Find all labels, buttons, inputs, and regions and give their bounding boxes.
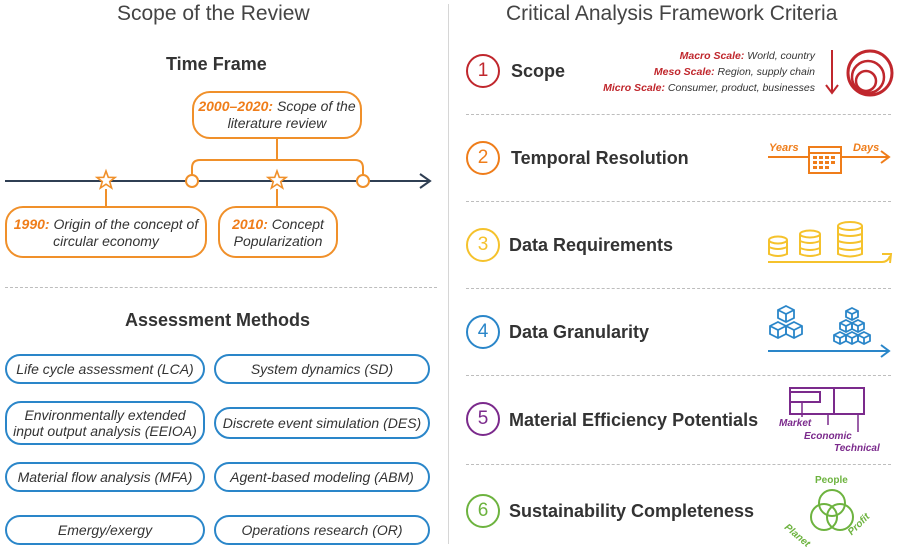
method-sd: System dynamics (SD) bbox=[214, 354, 430, 384]
economic-label: Economic bbox=[804, 431, 852, 442]
method-emergy: Emergy/exergy bbox=[5, 515, 205, 545]
efficiency-nested-bars-icon bbox=[789, 387, 865, 432]
criterion-number-5: 5 bbox=[466, 402, 500, 436]
time-frame-title: Time Frame bbox=[166, 54, 267, 74]
star-icon bbox=[94, 168, 118, 190]
origin-1990-box: 1990: Origin of the concept of circular … bbox=[5, 206, 207, 258]
criterion-number-4: 4 bbox=[466, 315, 500, 349]
right-title: Critical Analysis Framework Criteria bbox=[506, 2, 838, 25]
temporal-days-label: Days bbox=[853, 142, 880, 154]
scope-period-box: 2000–2020: Scope of the literature revie… bbox=[192, 91, 362, 139]
popularization-text: Concept Popularization bbox=[233, 216, 324, 249]
method-abm: Agent-based modeling (ABM) bbox=[214, 462, 430, 492]
criterion-label-data-granularity: Data Granularity bbox=[509, 322, 650, 342]
criterion-label-scope: Scope bbox=[511, 61, 566, 81]
star-icon bbox=[265, 168, 289, 190]
method-des: Discrete event simulation (DES) bbox=[214, 407, 430, 439]
venn-diagram-icon bbox=[810, 489, 854, 531]
popularization-year: 2010: bbox=[232, 216, 268, 232]
row-divider bbox=[466, 375, 891, 376]
macro-scale-line: Macro Scale: World, country bbox=[680, 50, 815, 62]
criterion-number-1: 1 bbox=[466, 54, 500, 88]
row-divider bbox=[466, 114, 891, 115]
people-label: People bbox=[815, 475, 848, 486]
left-title: Scope of the Review bbox=[117, 2, 310, 25]
method-eeioa: Environmentally extended input output an… bbox=[5, 401, 205, 445]
market-label: Market bbox=[779, 418, 812, 429]
criterion-number-2: 2 bbox=[466, 141, 500, 175]
row-divider bbox=[466, 201, 891, 202]
origin-text: Origin of the concept of circular econom… bbox=[49, 216, 199, 249]
assessment-methods-title: Assessment Methods bbox=[125, 310, 311, 330]
micro-scale-desc: Consumer, product, businesses bbox=[665, 82, 815, 94]
technical-label: Technical bbox=[834, 443, 880, 454]
meso-scale-name: Meso Scale: bbox=[653, 66, 715, 78]
database-stacks-icon bbox=[768, 221, 893, 264]
criterion-label-temporal: Temporal Resolution bbox=[511, 148, 689, 168]
method-or: Operations research (OR) bbox=[214, 515, 430, 545]
criterion-number-6: 6 bbox=[466, 494, 500, 528]
micro-scale-line: Micro Scale: Consumer, product, business… bbox=[603, 82, 815, 94]
temporal-years-label: Years bbox=[769, 142, 799, 154]
meso-scale-desc: Region, supply chain bbox=[714, 66, 816, 78]
meso-scale-line: Meso Scale: Region, supply chain bbox=[654, 66, 815, 78]
criterion-label-sustainability: Sustainability Completeness bbox=[509, 501, 755, 521]
scale-circles-icon bbox=[825, 49, 894, 97]
macro-scale-name: Macro Scale: bbox=[679, 50, 745, 62]
macro-scale-desc: World, country bbox=[744, 50, 815, 62]
origin-year: 1990: bbox=[13, 216, 50, 232]
cubes-icon bbox=[768, 304, 891, 358]
criterion-label-data-requirements: Data Requirements bbox=[509, 235, 674, 255]
popularization-2010-box: 2010: Concept Popularization bbox=[218, 206, 338, 258]
method-mfa: Material flow analysis (MFA) bbox=[5, 462, 205, 492]
criterion-number-3: 3 bbox=[466, 228, 500, 262]
row-divider bbox=[466, 288, 891, 289]
scope-period-text: Scope of the literature review bbox=[227, 98, 356, 131]
calendar-icon bbox=[768, 146, 891, 174]
criterion-label-material-efficiency: Material Efficiency Potentials bbox=[509, 410, 759, 430]
method-lca: Life cycle assessment (LCA) bbox=[5, 354, 205, 384]
timeline-graphic bbox=[5, 138, 432, 206]
row-divider bbox=[466, 464, 891, 465]
column-divider bbox=[448, 4, 449, 544]
scope-period-year: 2000–2020: bbox=[198, 98, 274, 114]
micro-scale-name: Micro Scale: bbox=[603, 82, 665, 94]
left-section-divider bbox=[5, 287, 437, 288]
